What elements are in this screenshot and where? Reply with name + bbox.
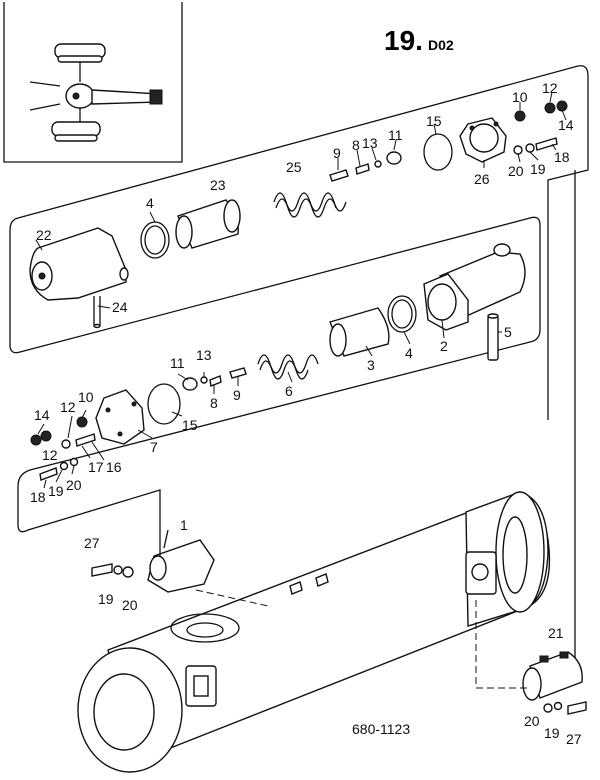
callout-4a: 4 <box>146 195 154 211</box>
oring-15-upper <box>423 133 453 171</box>
callout-19d: 19 <box>544 725 560 741</box>
callout-13a: 13 <box>362 135 378 151</box>
callout-22: 22 <box>36 227 52 243</box>
callout-2: 2 <box>440 338 448 354</box>
callout-6: 6 <box>285 383 293 399</box>
oring-15-lower <box>147 383 181 425</box>
callout-17: 17 <box>88 459 104 475</box>
callout-12a: 12 <box>542 80 558 96</box>
spring-25 <box>273 192 347 218</box>
upper-panel-outline <box>9 65 589 548</box>
callout-20d: 20 <box>524 713 540 729</box>
sleeve-3 <box>329 307 390 357</box>
nut-11-upper <box>386 151 402 165</box>
callout-14a: 14 <box>558 117 574 133</box>
sleeve-23 <box>175 199 241 249</box>
callout-12b: 12 <box>60 399 76 415</box>
callout-8b: 8 <box>210 395 218 411</box>
callout-1: 1 <box>180 517 188 533</box>
callout-5: 5 <box>504 324 512 340</box>
callout-18a: 18 <box>554 149 570 165</box>
callout-9a: 9 <box>333 145 341 161</box>
callout-21: 21 <box>548 625 564 641</box>
cylinder-21 <box>522 651 583 701</box>
callout-13b: 13 <box>196 347 212 363</box>
spring-6 <box>257 354 319 380</box>
dashed-link-left <box>195 589 269 607</box>
cover-26 <box>459 117 507 163</box>
callout-18b: 18 <box>30 489 46 505</box>
page-number: 19. <box>384 25 423 56</box>
leader-lines <box>35 91 567 489</box>
callout-9b: 9 <box>233 387 241 403</box>
callout-8a: 8 <box>352 137 360 153</box>
locator-inset <box>3 2 183 163</box>
callout-7: 7 <box>150 439 158 455</box>
housing-22 <box>29 227 129 329</box>
section-code: D02 <box>428 37 454 53</box>
callout-12c: 12 <box>42 447 58 463</box>
callout-25: 25 <box>286 159 302 175</box>
callout-19a: 19 <box>530 161 546 177</box>
cover-7 <box>95 389 145 445</box>
pin-5 <box>487 313 499 361</box>
callout-19b: 19 <box>48 483 64 499</box>
callout-11a: 11 <box>388 127 403 143</box>
callout-19c: 19 <box>98 591 114 607</box>
callout-labels: 1 2 3 4 4 5 6 7 8 8 9 9 10 10 11 11 12 1… <box>30 80 582 747</box>
callout-23: 23 <box>210 177 226 193</box>
callout-24: 24 <box>112 299 128 315</box>
axle-housing <box>77 491 551 773</box>
callout-16: 16 <box>106 459 122 475</box>
callout-20a: 20 <box>508 163 524 179</box>
callout-20c: 20 <box>122 597 138 613</box>
callout-27b: 27 <box>566 731 582 747</box>
drawing-number: 680-1123 <box>352 721 410 737</box>
ring-4-lower <box>387 295 417 333</box>
bolt-27-left <box>91 563 113 577</box>
callout-15b: 15 <box>182 417 198 433</box>
bolt-9-upper <box>329 169 349 182</box>
cylinder-1 <box>147 529 215 593</box>
callout-4b: 4 <box>405 345 413 361</box>
callout-15a: 15 <box>426 113 442 129</box>
callout-20b: 20 <box>66 477 82 493</box>
callout-11b: 11 <box>170 355 185 371</box>
callout-14b: 14 <box>34 407 50 423</box>
callout-10b: 10 <box>78 389 94 405</box>
housing-2 <box>423 243 526 331</box>
callout-10a: 10 <box>512 89 528 105</box>
dashed-link-right <box>475 600 528 689</box>
pin-8-upper <box>355 163 370 175</box>
washer-13-upper <box>374 160 382 168</box>
callout-26: 26 <box>474 171 490 187</box>
callout-3: 3 <box>367 357 375 373</box>
callout-27a: 27 <box>84 535 100 551</box>
